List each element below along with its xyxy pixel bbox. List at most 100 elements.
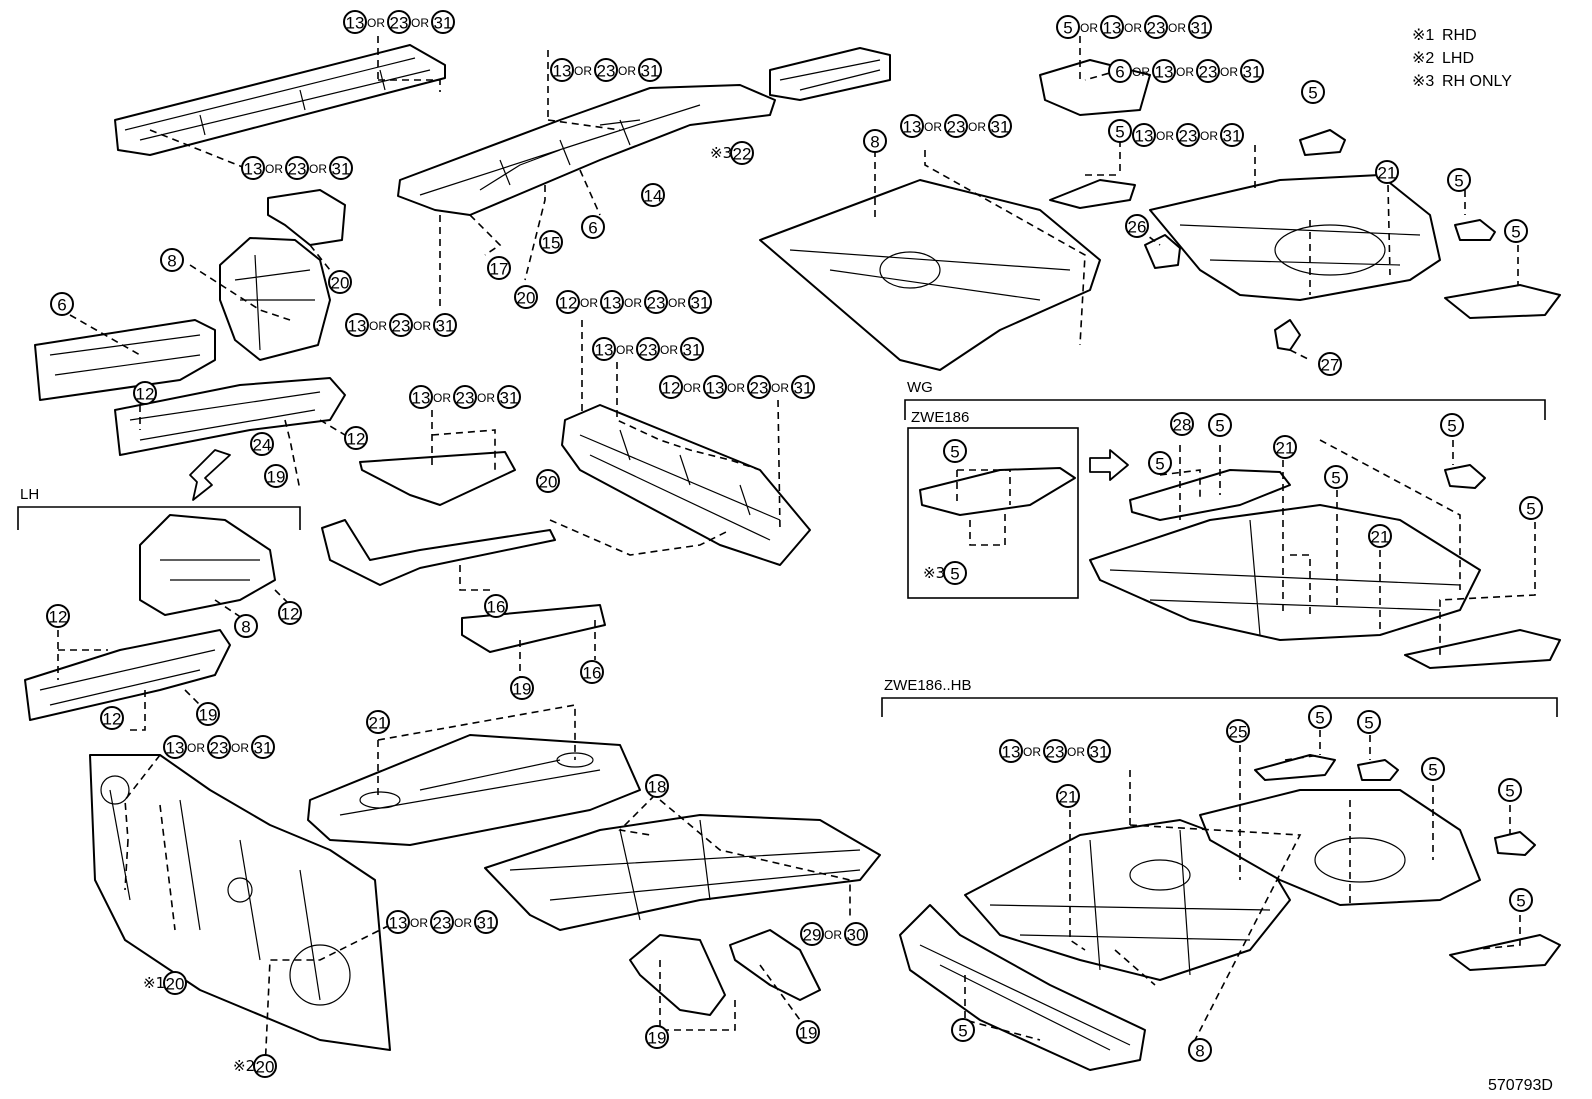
callout-28: 28: [1170, 412, 1194, 436]
callout-or-separator: OR: [924, 120, 942, 134]
callout-circle: [1324, 465, 1348, 489]
callout-12: 12: [133, 381, 157, 405]
callout-circle: [730, 141, 754, 165]
part-rear-floor: [759, 179, 1101, 371]
callout-or-separator: OR: [231, 741, 249, 755]
callout-circle: [1152, 59, 1176, 83]
callout-or-separator: OR: [413, 319, 431, 333]
callout-number: 31: [254, 739, 273, 758]
callout-number: 5: [1308, 84, 1317, 103]
callout-or-separator: OR: [1124, 21, 1142, 35]
callout-circle: [366, 710, 390, 734]
callout-circle: [389, 313, 413, 337]
group-lh: LH: [17, 486, 301, 530]
callout-8: 8: [1188, 1038, 1212, 1062]
callout-21: 21: [1273, 435, 1297, 459]
part-bracket-19a: [629, 934, 726, 1016]
callout-number: 20: [166, 975, 185, 994]
callout-or-separator: OR: [618, 64, 636, 78]
callout-number: 13: [706, 379, 725, 398]
callout-number: 23: [288, 160, 307, 179]
group-label-zwe186-hb: ZWE186..HB: [884, 677, 972, 694]
callout-mark: ※1: [143, 974, 165, 992]
callout-or-separator: OR: [660, 343, 678, 357]
callout-number: 5: [1428, 761, 1437, 780]
callout-number: 8: [1195, 1042, 1204, 1061]
callout-circle: [594, 58, 618, 82]
callout-number: 13: [603, 294, 622, 313]
callout-24: 24: [250, 432, 274, 456]
callout-12: 12: [100, 706, 124, 730]
callout-number: 23: [639, 341, 658, 360]
callout-number: 5: [1516, 892, 1525, 911]
callout-12: 12: [46, 604, 70, 628]
callout-number: 5: [1315, 709, 1324, 728]
callout-circle: [863, 129, 887, 153]
callout-circle: [387, 10, 411, 34]
callout-20: 20: [514, 285, 538, 309]
callout-circle: [1447, 168, 1471, 192]
part-bracket-20: [267, 189, 346, 246]
callout-circle: [550, 58, 574, 82]
callout-number: 13: [1155, 63, 1174, 82]
callout-circle: [900, 114, 924, 138]
callout-circle: [329, 156, 353, 180]
callout-circle: [1087, 739, 1111, 763]
callout-19: 19: [510, 676, 534, 700]
callout-circle: [1170, 412, 1194, 436]
callout-20: 20: [328, 270, 352, 294]
callout-number: 31: [1090, 743, 1109, 762]
callout-circle: [703, 375, 727, 399]
callout-circle: [1308, 705, 1332, 729]
callout-number: 28: [1173, 416, 1192, 435]
part-wheelhouse-8: [219, 237, 331, 361]
callout-number: 19: [799, 1024, 818, 1043]
part-small-5a: [1299, 129, 1346, 156]
callout-or-separator: OR: [1220, 65, 1238, 79]
callout-or-separator: OR: [187, 741, 205, 755]
callout-circle: [680, 337, 704, 361]
callout-number: 12: [347, 430, 366, 449]
callout-19: 19: [645, 1025, 669, 1049]
callout-number: 13: [166, 739, 185, 758]
callout-or-separator: OR: [574, 64, 592, 78]
callout-number: 23: [1046, 743, 1065, 762]
callout-circle: [328, 270, 352, 294]
callout-or-separator: OR: [265, 162, 283, 176]
callout-number: 26: [1128, 218, 1147, 237]
callout-number: 31: [794, 379, 813, 398]
group-zwe186-hb: ZWE186..HB: [881, 677, 1558, 717]
callout-circle: [487, 256, 511, 280]
part-floor-rail: [359, 451, 516, 506]
callout-circle: [688, 290, 712, 314]
callout-circle: [497, 385, 521, 409]
callout-number: 23: [647, 294, 666, 313]
callout-circle: [539, 230, 563, 254]
callout-number: 31: [332, 160, 351, 179]
callout-number: 8: [870, 133, 879, 152]
callout-5: 5: [1498, 778, 1522, 802]
callout-19: 19: [196, 702, 220, 726]
callout-mark: ※2: [233, 1057, 255, 1075]
callout-mark: ※3: [710, 144, 732, 162]
callout-25: 25: [1226, 719, 1250, 743]
callout-circle: [510, 676, 534, 700]
callout-or-separator: OR: [309, 162, 327, 176]
callout-circle: [999, 739, 1023, 763]
callout-number: 5: [1364, 714, 1373, 733]
callout-number: 29: [803, 926, 822, 945]
callout-5: 5: [1301, 80, 1325, 104]
callout-number: 5: [1511, 223, 1520, 242]
callout-18: 18: [645, 774, 669, 798]
callout-15: 15: [539, 230, 563, 254]
callout-5: 5: [1421, 757, 1445, 781]
part-tunnel-floor: [484, 814, 881, 931]
callout-circle: [344, 426, 368, 450]
part-hb-front-member: [899, 904, 1146, 1071]
callout-circle: [800, 922, 824, 946]
callout-or-separator: OR: [411, 16, 429, 30]
